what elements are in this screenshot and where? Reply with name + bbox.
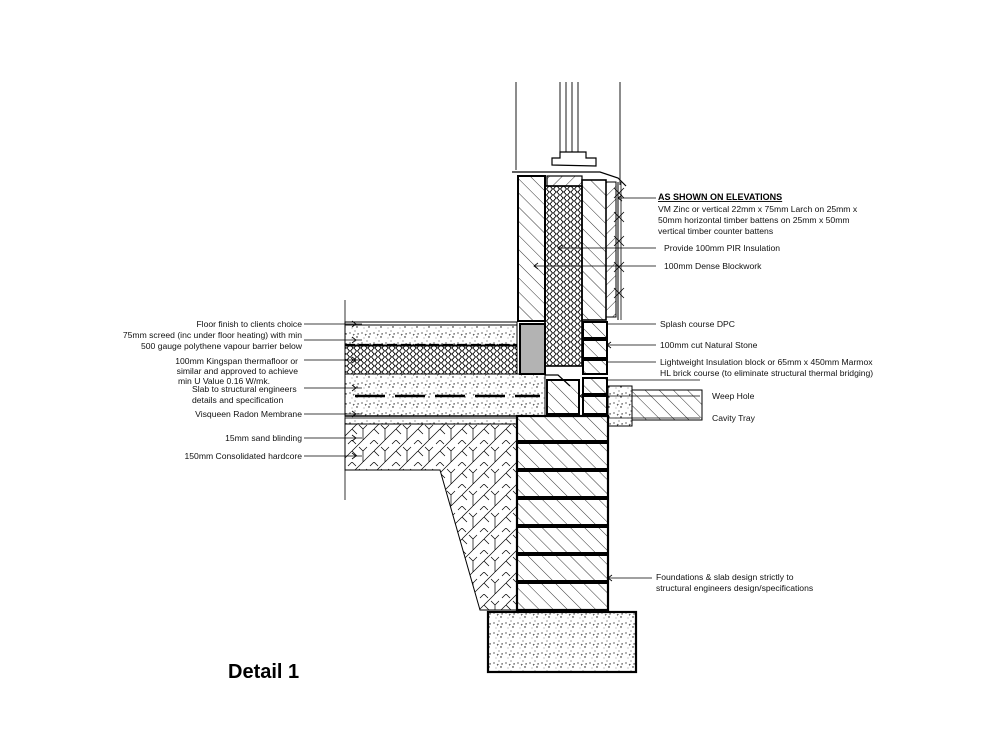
elevations-heading: AS SHOWN ON ELEVATIONS bbox=[658, 192, 782, 202]
blockwork-label: 100mm Dense Blockwork bbox=[664, 261, 762, 271]
foundation-brickwork bbox=[515, 414, 610, 612]
cladding-line-2: 50mm horizontal timber battens on 25mm x… bbox=[658, 215, 850, 225]
lightweight-insulation-block bbox=[519, 323, 546, 375]
hardcore-label: 150mm Consolidated hardcore bbox=[184, 451, 302, 461]
pir-label: Provide 100mm PIR Insulation bbox=[664, 243, 780, 253]
kingspan-line-3: min U Value 0.16 W/mk. bbox=[178, 376, 270, 386]
radon-label: Visqueen Radon Membrane bbox=[195, 409, 302, 419]
foundations-line-1: Foundations & slab design strictly to bbox=[656, 572, 794, 582]
screed-line-1: 75mm screed (inc under floor heating) wi… bbox=[123, 330, 302, 340]
natural-stone-courses bbox=[582, 321, 608, 415]
sand-label: 15mm sand blinding bbox=[225, 433, 302, 443]
pir-insulation bbox=[544, 185, 583, 367]
cladding-line-1: VM Zinc or vertical 22mm x 75mm Larch on… bbox=[658, 204, 858, 214]
leader-lines-right bbox=[533, 194, 700, 582]
kingspan-line-2: similar and approved to achieve bbox=[177, 366, 299, 376]
window-frame bbox=[512, 82, 627, 187]
leader-lines-left bbox=[304, 320, 362, 460]
external-ground bbox=[607, 379, 703, 427]
detail-title: Detail 1 bbox=[228, 661, 299, 683]
outer-blockwork bbox=[581, 179, 607, 321]
stone-label: 100mm cut Natural Stone bbox=[660, 340, 758, 350]
screed-line-2: 500 gauge polythene vapour barrier below bbox=[141, 341, 303, 351]
cladding-line-3: vertical timber counter battens bbox=[658, 226, 773, 236]
cladding-battens bbox=[605, 181, 625, 320]
kingspan-line-1: 100mm Kingspan thermafloor or bbox=[175, 356, 298, 366]
slab-line-1: Slab to structural engineers bbox=[192, 384, 297, 394]
lightweight-line-1: Lightweight Insulation block or 65mm x 4… bbox=[660, 357, 873, 367]
lightweight-line-2: HL brick course (to eliminate structural… bbox=[660, 368, 873, 378]
tray-label: Cavity Tray bbox=[712, 413, 756, 423]
slab-line-2: details and specification bbox=[192, 395, 283, 405]
weep-label: Weep Hole bbox=[712, 391, 755, 401]
foundations-line-2: structural engineers design/specificatio… bbox=[656, 583, 813, 593]
hardcore-fill bbox=[344, 423, 518, 611]
dense-blockwork bbox=[517, 175, 546, 322]
floor-finish-label: Floor finish to clients choice bbox=[196, 319, 302, 329]
floor-buildup bbox=[344, 300, 546, 500]
concrete-footing bbox=[486, 610, 638, 674]
dpc-label: Splash course DPC bbox=[660, 319, 735, 329]
